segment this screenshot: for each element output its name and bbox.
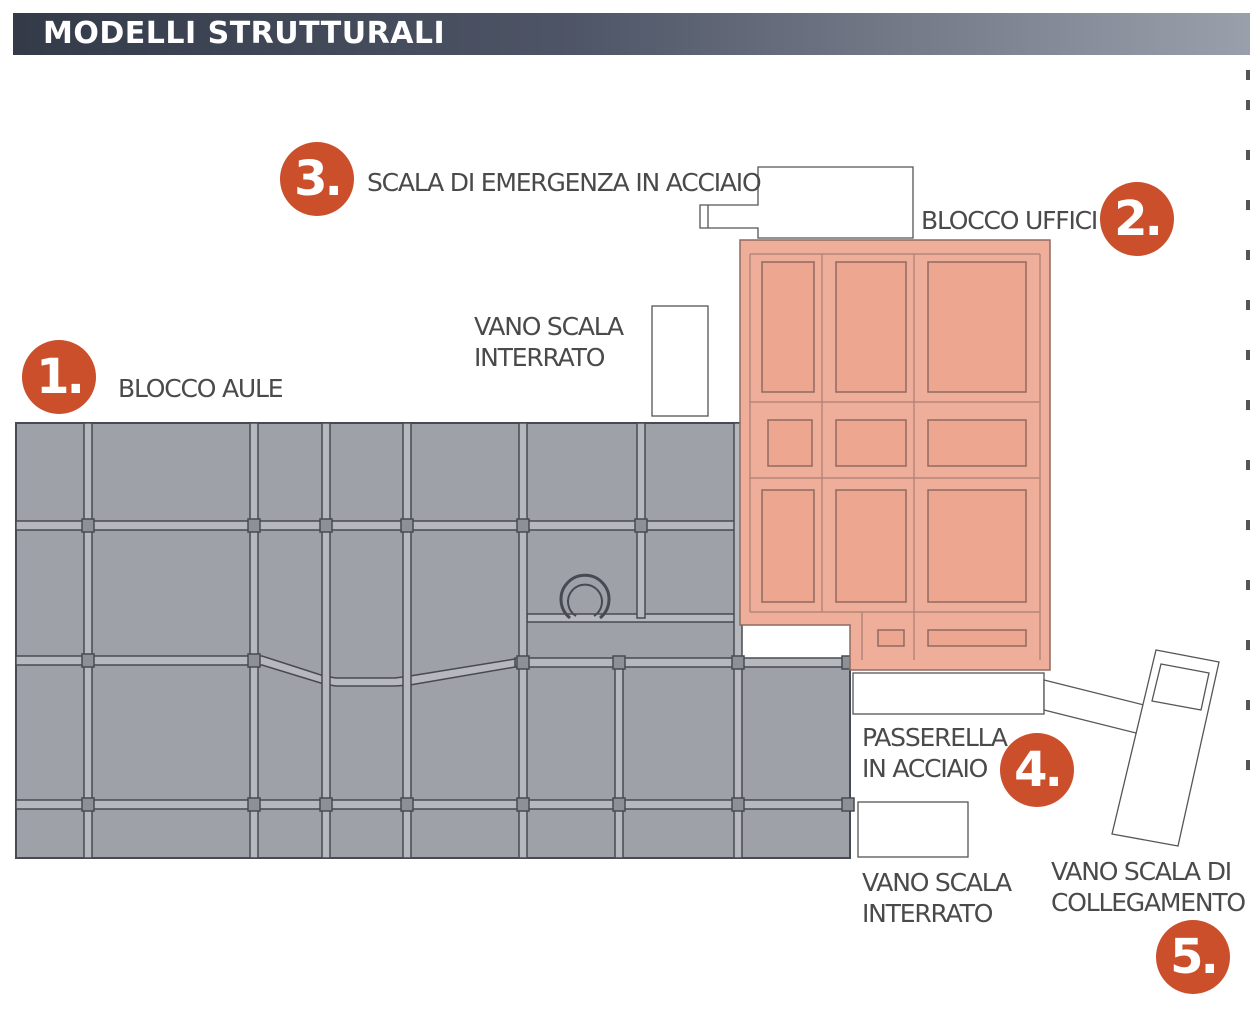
header-banner: MODELLI STRUTTURALI [13, 13, 1250, 55]
label-passerella-line1: PASSERELLA [862, 723, 1008, 752]
vano-scala-interrato-2 [857, 801, 969, 858]
edge-marks [1246, 70, 1250, 770]
badge-1: 1. [22, 340, 96, 414]
label-collegamento-line1: VANO SCALA DI [1051, 857, 1232, 886]
vano-scala-interrato-1 [651, 305, 709, 417]
scala-emergenza-plan [699, 166, 914, 239]
badge-3: 3. [280, 142, 354, 216]
badge-5: 5. [1156, 920, 1230, 994]
label-collegamento-line2: COLLEGAMENTO [1051, 888, 1246, 917]
passerella-plan [852, 672, 1149, 736]
badge-2: 2. [1100, 182, 1174, 256]
label-vano-interrato-2-line1: VANO SCALA [862, 868, 1012, 897]
vano-scala-collegamento-plan [1111, 649, 1220, 847]
blocco-uffici-plan [739, 239, 1051, 671]
label-passerella-line2: IN ACCIAIO [862, 754, 988, 783]
label-blocco-aule: BLOCCO AULE [118, 374, 284, 403]
page-title: MODELLI STRUTTURALI [43, 16, 446, 51]
blocco-aule-plan [15, 422, 855, 859]
label-scala-emergenza: SCALA DI EMERGENZA IN ACCIAIO [367, 168, 762, 197]
label-vano-interrato-1-line1: VANO SCALA [474, 312, 624, 341]
label-blocco-uffici: BLOCCO UFFICI [921, 206, 1098, 235]
badge-4: 4. [1000, 733, 1074, 807]
label-vano-interrato-2-line2: INTERRATO [862, 899, 993, 928]
label-vano-interrato-1-line2: INTERRATO [474, 343, 605, 372]
